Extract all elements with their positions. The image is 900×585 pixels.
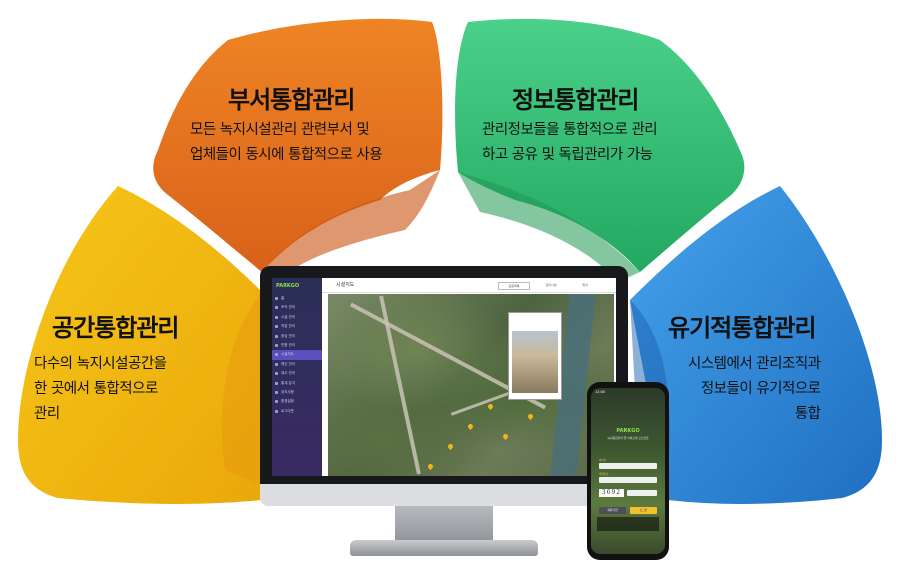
map-pin-icon[interactable] [501,432,510,441]
monitor-chin [260,484,628,506]
space-description: 다수의 녹지시설공간을 한 곳에서 통합적으로 관리 [34,352,167,427]
phone-screen: 12:00 PARKGO 녹지통합관리 앱 서비스에 오신것을 아이디 비밀번호… [591,388,665,554]
sidebar-item[interactable]: 홈 [272,294,322,303]
organic-line-3: 통합 [794,406,821,422]
sidebar-item[interactable]: 민원 관리 [272,341,322,350]
password-label: 비밀번호 [599,473,609,476]
facility-popup [508,312,562,400]
tab-park-list[interactable]: 공원목록 [498,282,530,290]
space-line-3: 관리 [34,406,60,422]
map-pin-icon[interactable] [486,402,495,411]
phone-notice [597,517,659,531]
dept-line-1: 모든 녹지시설관리 관련부서 및 [190,122,370,138]
map-pin-icon[interactable] [426,462,435,471]
info-line-2: 하고 공유 및 독립관리가 가능 [482,147,653,163]
sidebar-item[interactable]: 로그아웃 [272,407,322,416]
sidebar-item[interactable]: 시설 관리 [272,313,322,322]
phone-status-bar: 12:00 [595,390,606,394]
monitor-stand [395,506,493,546]
dept-line-2: 업체들이 동시에 통합적으로 사용 [190,147,383,163]
info-line-1: 관리정보들을 통합적으로 관리 [482,122,658,138]
signup-button[interactable]: 회원가입 [599,507,626,514]
map-pin-icon[interactable] [466,422,475,431]
sidebar-item[interactable]: 재고 관리 [272,369,322,378]
info-title: 정보통합관리 [512,86,639,114]
space-line-2: 한 곳에서 통합적으로 [34,381,158,397]
organic-line-1: 시스템에서 관리조직과 [688,356,821,372]
space-title: 공간통합관리 [52,314,179,342]
app-brand: PARKGO [276,283,300,289]
sidebar-item[interactable]: 점검 관리 [272,332,322,341]
phone-brand: PARKGO [616,428,640,434]
space-line-1: 다수의 녹지시설공간을 [34,356,167,372]
sidebar-item-active[interactable]: 시설지도 [272,350,322,360]
sidebar-item[interactable]: 조직 관리 [272,303,322,312]
dept-title: 부서통합관리 [228,86,355,114]
sidebar-item[interactable]: 환경설정 [272,397,322,406]
id-label: 아이디 [599,459,607,462]
organic-description: 시스템에서 관리조직과 정보들이 유기적으로 통합 [688,352,821,427]
organic-line-2: 정보들이 유기적으로 [700,381,821,397]
monitor-base [350,540,538,556]
dept-description: 모든 녹지시설관리 관련부서 및 업체들이 동시에 통합적으로 사용 [190,118,383,168]
sidebar-item[interactable]: 작업 관리 [272,322,322,331]
organic-title: 유기적통합관리 [668,314,817,342]
facility-photo [512,331,558,393]
password-field[interactable] [599,477,657,483]
tab-facilities[interactable]: 관리시설 [536,282,566,288]
sidebar-item[interactable]: 예산 관리 [272,360,322,369]
sidebar-item[interactable]: 통계 분석 [272,379,322,388]
petal-dept [153,18,443,273]
petal-organic [630,186,882,504]
sidebar-menu: 홈 조직 관리 시설 관리 작업 관리 점검 관리 민원 관리 시설지도 예산 … [272,294,322,416]
phone-subtitle: 녹지통합관리 앱 서비스에 오신것을 [607,436,649,440]
id-field[interactable] [599,463,657,469]
captcha-image: 3692 [599,489,624,497]
monitor-screen: PARKGO 홈 조직 관리 시설 관리 작업 관리 점검 관리 민원 관리 시… [272,278,616,476]
captcha-field[interactable] [627,490,657,496]
satellite-map[interactable] [328,294,614,476]
map-pin-icon[interactable] [446,442,455,451]
app-sidebar: PARKGO 홈 조직 관리 시설 관리 작업 관리 점검 관리 민원 관리 시… [272,278,322,476]
map-pin-icon[interactable] [526,412,535,421]
app-topbar: 시설지도 공원목록 관리시설 위치 [322,278,616,293]
tab-location[interactable]: 위치 [570,282,600,288]
page-title: 시설지도 [336,282,355,288]
sidebar-item[interactable]: 공지사항 [272,388,322,397]
login-button[interactable]: 로그인 [630,507,657,514]
petal-space [18,186,262,504]
info-description: 관리정보들을 통합적으로 관리 하고 공유 및 독립관리가 가능 [482,118,658,168]
petal-info [455,18,745,273]
